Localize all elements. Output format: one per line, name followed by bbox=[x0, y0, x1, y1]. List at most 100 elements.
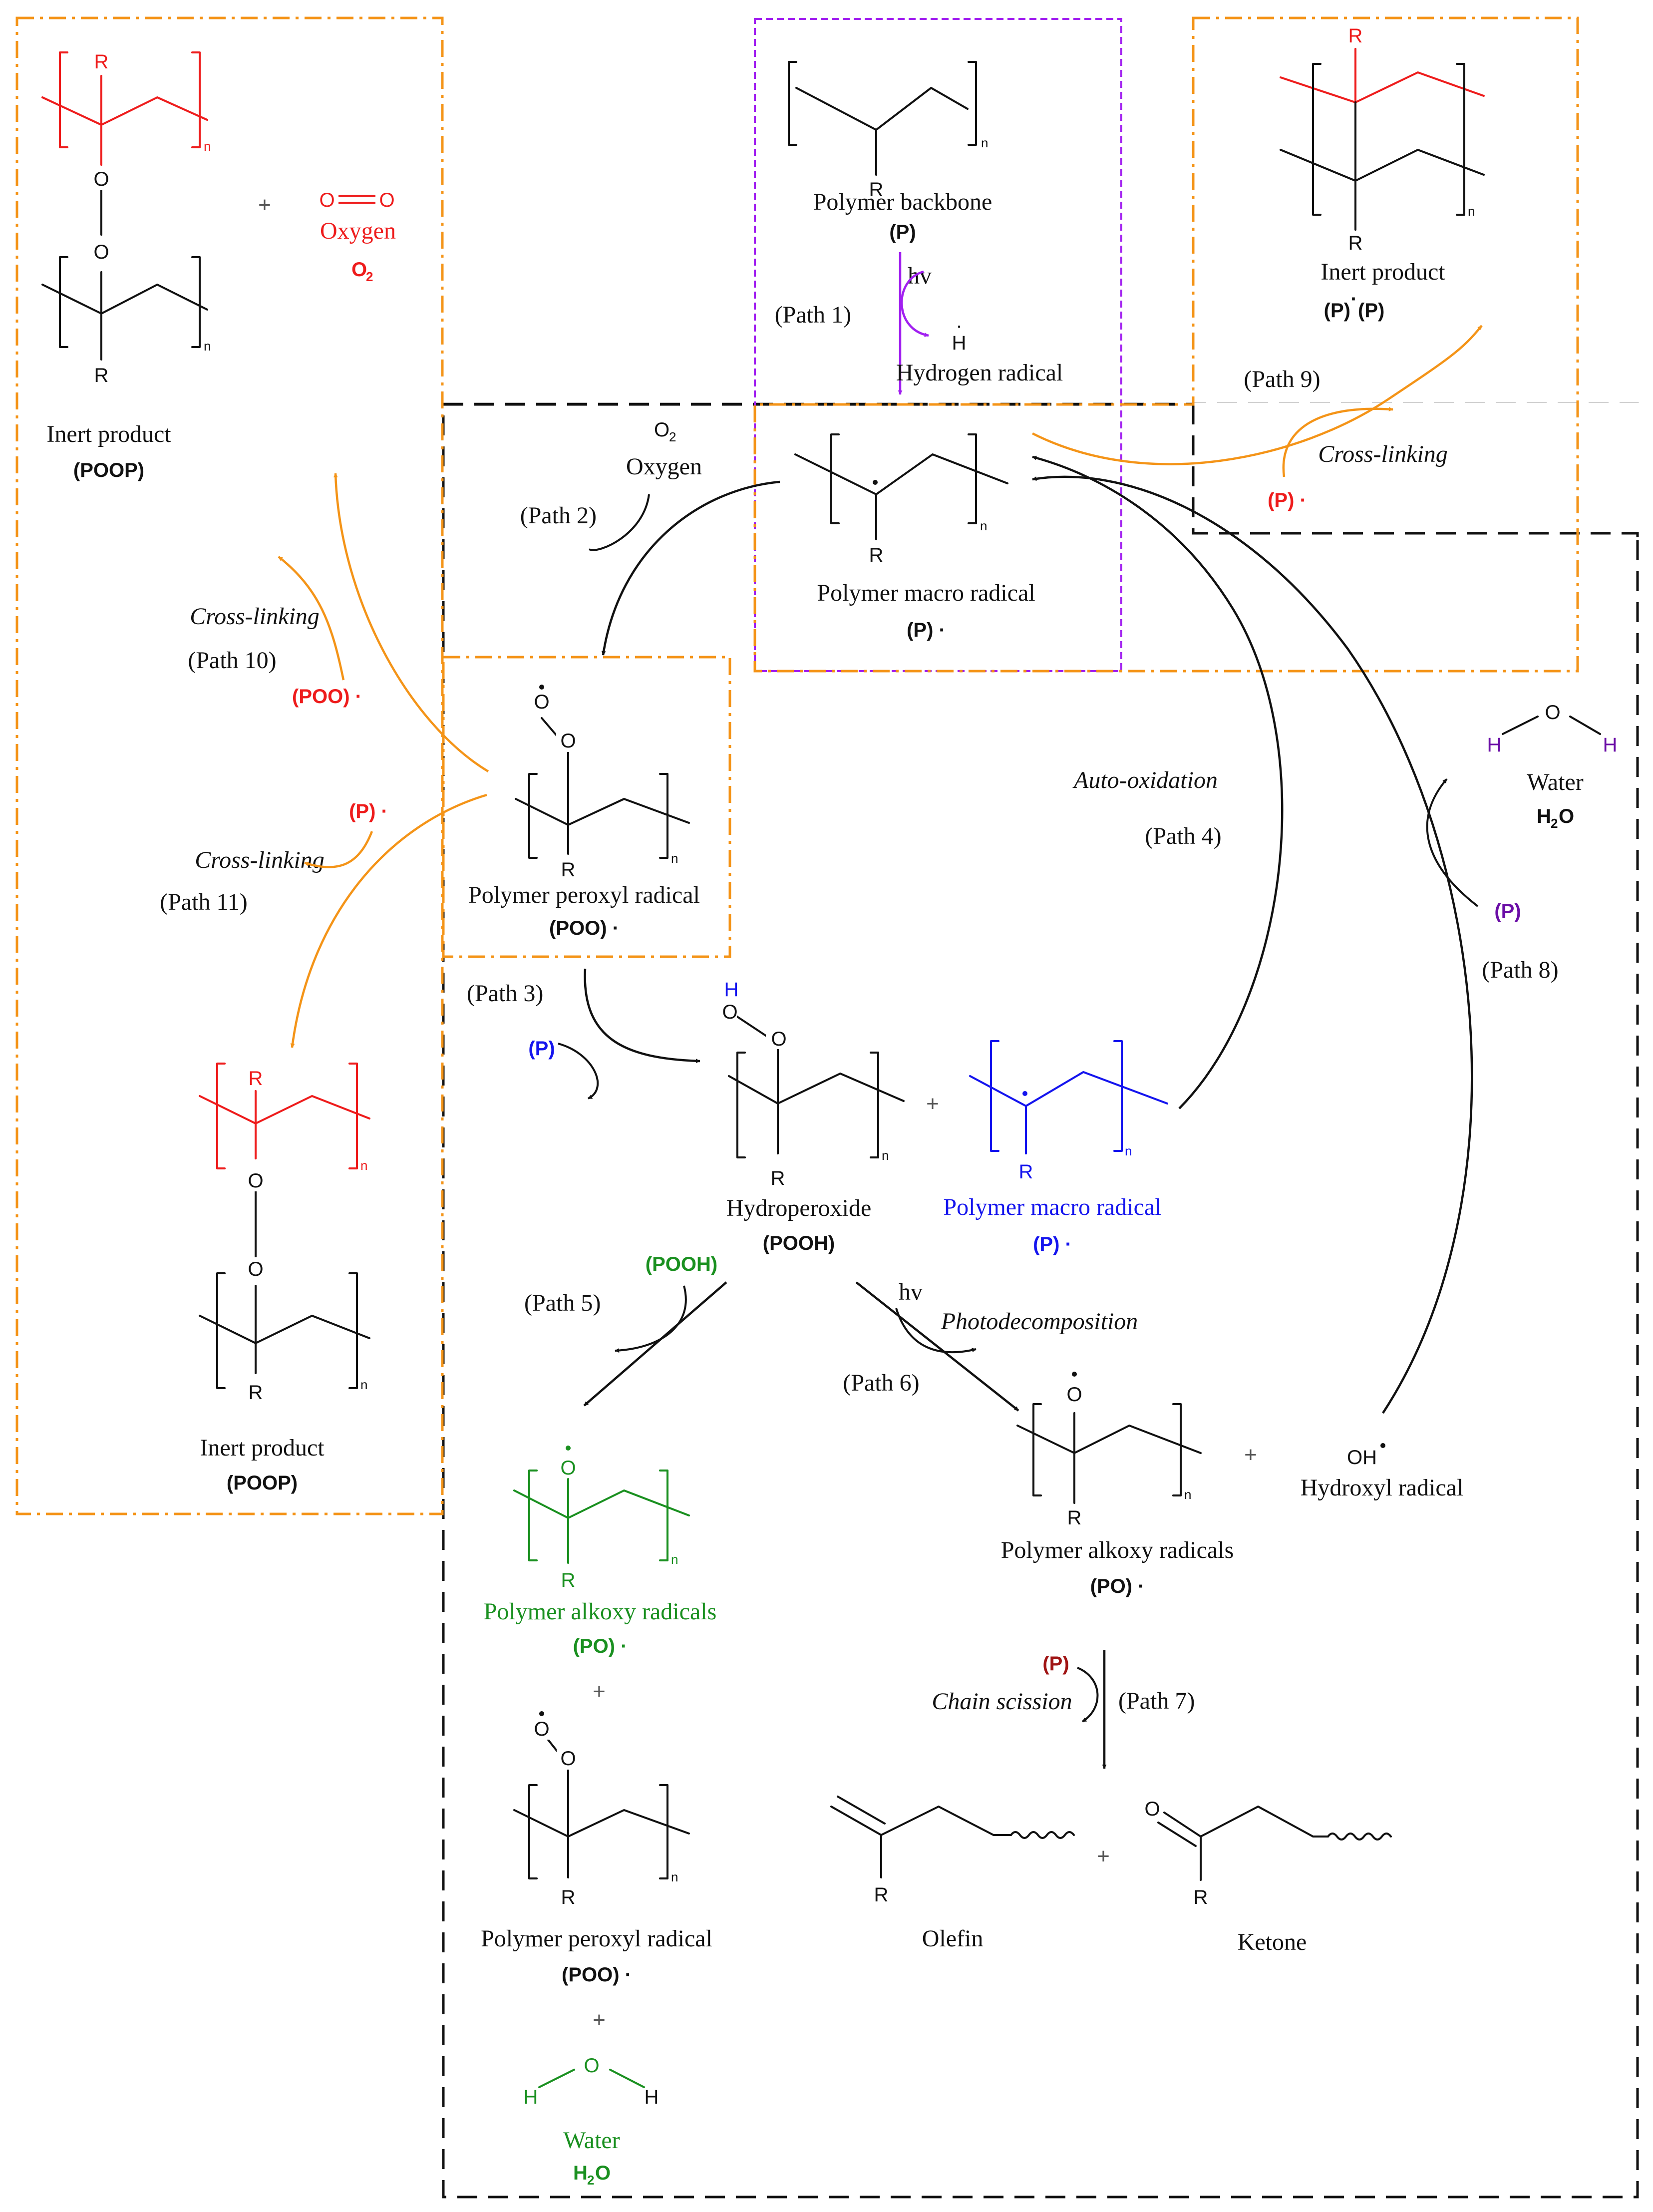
path-2-curved-arrow bbox=[589, 494, 650, 551]
repeat-n-label: n bbox=[980, 518, 987, 533]
r-group-label: R bbox=[874, 1884, 889, 1906]
r-group-label: R bbox=[1067, 1507, 1082, 1529]
repeat-n-label: n bbox=[360, 1377, 367, 1392]
oxygen-atom: O bbox=[534, 691, 549, 713]
olefin-structure: R Olefin bbox=[830, 1796, 1075, 1952]
path-5-arrow bbox=[583, 1281, 727, 1407]
path-11-label: (Path 11) bbox=[160, 889, 248, 915]
path-6: hv Photodecomposition (Path 6) bbox=[843, 1279, 1138, 1412]
path-3-label: (Path 3) bbox=[467, 980, 543, 1007]
oxygen-atom: O bbox=[560, 1748, 576, 1770]
repeat-n-label: n bbox=[204, 139, 211, 154]
r-group-label: R bbox=[94, 365, 109, 386]
r-group-label: R bbox=[1348, 232, 1363, 254]
repeat-n-label: n bbox=[1184, 1487, 1191, 1502]
hydrogen-atom: H bbox=[1603, 734, 1618, 756]
alkoxy-name: Polymer alkoxy radicals bbox=[1001, 1537, 1234, 1563]
green-alkoxy-code: (PO) · bbox=[573, 1635, 628, 1657]
hydrogen-atom: H bbox=[724, 979, 739, 1001]
path-11: (P) · Cross-linking (Path 11) bbox=[160, 793, 487, 1048]
path-4: Auto-oxidation (Path 4) bbox=[1032, 455, 1284, 1109]
water-formula-h: H bbox=[1537, 805, 1551, 827]
path-11-curved-arrow bbox=[304, 831, 373, 868]
hydroxyl-radical: OH Hydroxyl radical bbox=[1301, 1443, 1463, 1501]
bottom-peroxyl-radical-structure: O O R n Polymer peroxyl radical (POO) · bbox=[481, 1711, 712, 1986]
path-5: (POOH) (Path 5) bbox=[524, 1253, 727, 1407]
path-1-hv-label: hv bbox=[908, 263, 932, 289]
hydroperoxide-name: Hydroperoxide bbox=[726, 1195, 872, 1221]
macro-radical-code: (P) · bbox=[907, 619, 946, 641]
hydrogen-radical-name: Hydrogen radical bbox=[896, 360, 1063, 386]
path-8-label: (Path 8) bbox=[1482, 957, 1558, 983]
path-8: (P) (Path 8) bbox=[1032, 475, 1559, 1414]
path-2: O 2 Oxygen (Path 2) bbox=[520, 419, 780, 656]
path-11-reagent: (P) · bbox=[349, 800, 388, 822]
hydrogen-atom: H bbox=[952, 332, 967, 354]
r-group-label: R bbox=[561, 1886, 576, 1908]
path-10: Cross-linking (Path 10) (POO) · bbox=[188, 473, 489, 772]
alkoxy-code: (PO) · bbox=[1090, 1575, 1145, 1597]
plus-sign: + bbox=[926, 1092, 939, 1116]
path-9-arrow bbox=[1031, 325, 1483, 465]
path-5-curved-arrow bbox=[615, 1285, 687, 1353]
path-3-curved-arrow bbox=[558, 1043, 599, 1100]
hydrogen-radical-dot: · bbox=[956, 315, 962, 337]
path-3-reagent: (P) bbox=[528, 1038, 555, 1060]
repeat-n-label: n bbox=[671, 1869, 678, 1884]
path-9-curved-arrow bbox=[1282, 406, 1393, 477]
inert-pp-name: Inert product bbox=[1321, 259, 1445, 285]
ketone-name: Ketone bbox=[1238, 1929, 1307, 1955]
water-name: Water bbox=[1527, 769, 1583, 795]
polymer-peroxyl-radical-structure: O O R n Polymer peroxyl radical (POO) · bbox=[468, 685, 700, 939]
plus-sign: + bbox=[593, 1679, 606, 1704]
plus-sign: + bbox=[593, 2008, 606, 2032]
r-group-label: R bbox=[771, 1167, 785, 1189]
path-6-hv-label: hv bbox=[899, 1279, 923, 1305]
oxygen-atom: O bbox=[534, 1718, 549, 1740]
polymer-alkoxy-radical-structure: O R n Polymer alkoxy radicals (PO) · bbox=[1001, 1372, 1234, 1597]
path-4-arrow bbox=[1032, 455, 1284, 1109]
repeat-n-label: n bbox=[671, 851, 678, 866]
path-4-label: (Path 4) bbox=[1145, 823, 1221, 849]
green-water-structure: O H H Water H 2 O bbox=[524, 2055, 659, 2188]
green-water-formula-h: H bbox=[573, 2162, 588, 2184]
green-alkoxy-name: Polymer alkoxy radicals bbox=[484, 1598, 717, 1625]
macro-radical-name: Polymer macro radical bbox=[817, 580, 1035, 606]
water-formula-sub: 2 bbox=[1551, 816, 1558, 831]
path-7-reagent: (P) bbox=[1042, 1653, 1069, 1675]
path-9-mechanism: Cross-linking bbox=[1318, 441, 1448, 467]
path-3: (Path 3) (P) bbox=[467, 968, 700, 1100]
hydrogen-atom: H bbox=[1487, 734, 1502, 756]
oxygen-atom: O bbox=[584, 2055, 599, 2077]
blue-radical-name: Polymer macro radical bbox=[943, 1194, 1161, 1220]
green-water-formula-sub: 2 bbox=[587, 2173, 594, 2188]
ketone-structure: O R Ketone bbox=[1142, 1796, 1392, 1955]
inert-product-poop-bottom-structure: R n O O R n Inert product (POOP) bbox=[199, 1063, 370, 1494]
peroxyl-code: (POO) · bbox=[549, 917, 619, 939]
path-9-label: (Path 9) bbox=[1244, 366, 1320, 392]
hydroperoxide-structure: O O H R n Hydroperoxide (POOH) bbox=[714, 978, 905, 1254]
path-8-arrow bbox=[1032, 475, 1473, 1414]
path-7-label: (Path 7) bbox=[1118, 1688, 1195, 1714]
oxygen-atom: O bbox=[560, 1457, 576, 1479]
path-7: (P) Chain scission (Path 7) bbox=[932, 1650, 1195, 1769]
path-6-arrow bbox=[855, 1281, 1019, 1412]
oxygen-top-name: Oxygen bbox=[320, 218, 396, 244]
path-10-reagent: (POO) · bbox=[292, 686, 362, 708]
hydrogen-atom: H bbox=[524, 2086, 538, 2108]
oxygen-atom: O bbox=[560, 730, 576, 752]
r-group-label: R bbox=[94, 51, 109, 73]
repeat-n-label: n bbox=[1468, 204, 1475, 219]
green-water-formula-o: O bbox=[595, 2162, 611, 2184]
oxygen-atom: O bbox=[319, 189, 334, 211]
oxygen-atom: O bbox=[248, 1170, 263, 1192]
backbone-name: Polymer backbone bbox=[813, 189, 992, 215]
inert-product-pp-structure: R R n Inert product (P) · (P) bbox=[1280, 25, 1485, 322]
r-group-label: R bbox=[1348, 25, 1363, 47]
path-5-reagent: (POOH) bbox=[646, 1253, 717, 1275]
repeat-n-label: n bbox=[882, 1148, 889, 1163]
hydroxyl-formula: OH bbox=[1347, 1447, 1377, 1469]
repeat-n-label: n bbox=[671, 1552, 678, 1567]
purple-dashed-region bbox=[754, 18, 1122, 672]
blue-macro-radical-structure: R n Polymer macro radical (P) · bbox=[943, 1040, 1168, 1255]
